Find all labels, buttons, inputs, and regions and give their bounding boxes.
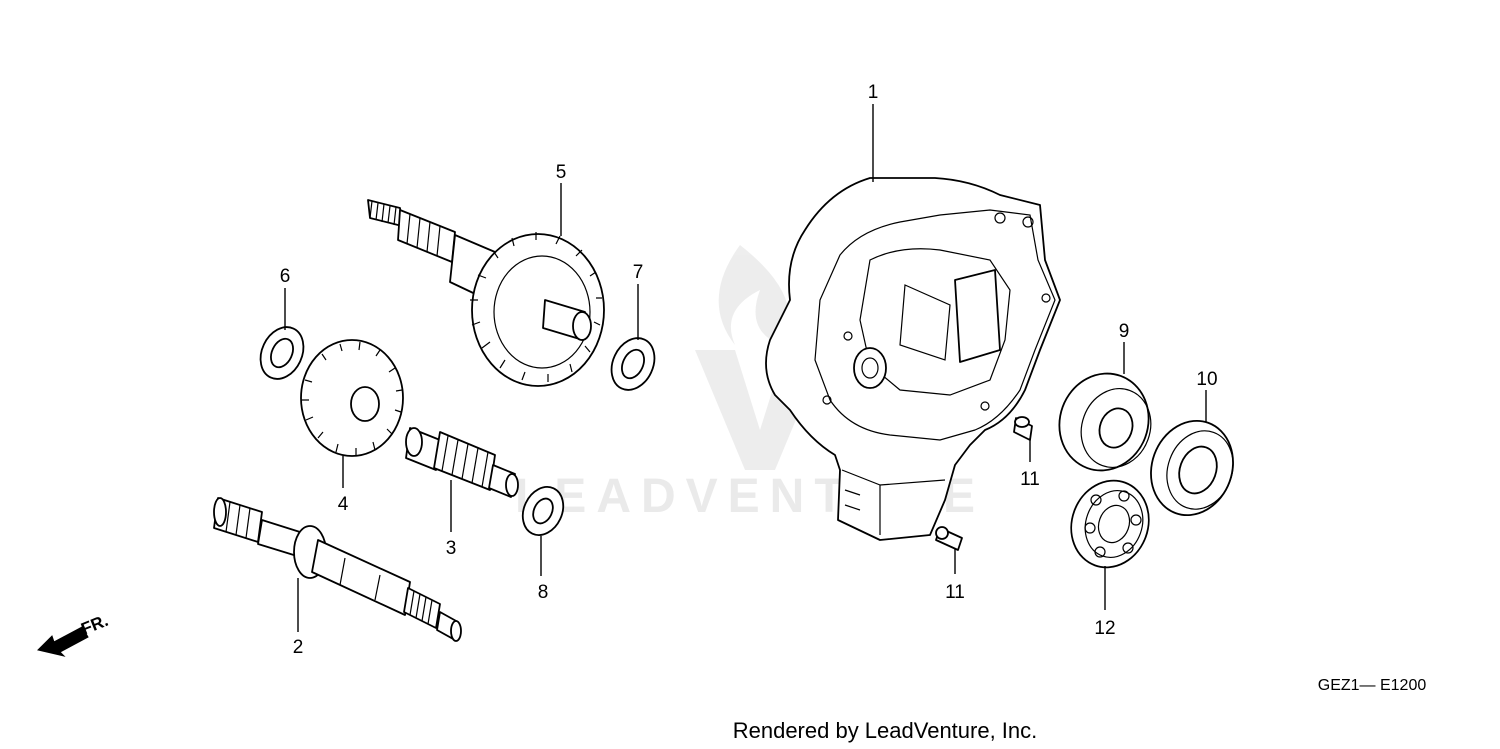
part-2-drive-shaft[interactable] <box>213 497 462 642</box>
callout-6: 6 <box>280 266 291 287</box>
part-1-transmission-case[interactable] <box>765 177 1061 541</box>
callout-2: 2 <box>293 637 304 658</box>
callout-1: 1 <box>868 82 879 103</box>
part-3-pinion-shaft[interactable] <box>405 427 519 498</box>
diagram-code: GEZ1— E1200 <box>1318 677 1427 694</box>
callout-11-lower: 11 <box>945 582 965 603</box>
part-11-dowel-pin-upper[interactable] <box>1013 416 1033 441</box>
callout-12: 12 <box>1094 618 1115 639</box>
callout-10: 10 <box>1196 369 1217 390</box>
part-11-dowel-pin-lower[interactable] <box>935 526 963 551</box>
front-label: FR. <box>78 611 111 639</box>
part-9-bearing[interactable] <box>1046 361 1162 483</box>
callout-7: 7 <box>633 262 644 283</box>
callout-9: 9 <box>1119 321 1130 342</box>
callout-3: 3 <box>446 538 457 559</box>
callout-8: 8 <box>538 582 549 603</box>
part-6-washer[interactable] <box>252 320 311 386</box>
part-7-washer[interactable] <box>603 331 662 397</box>
front-direction-indicator: FR. <box>37 611 111 657</box>
part-5-countershaft-gear[interactable] <box>367 199 605 387</box>
part-12-needle-bearing[interactable] <box>1059 470 1161 579</box>
leader-lines <box>284 104 1207 632</box>
front-arrow-icon <box>37 626 89 657</box>
callouts: 1 2 3 4 5 6 7 8 9 10 11 11 12 <box>280 82 1218 658</box>
part-8-washer[interactable] <box>515 480 571 541</box>
callout-4: 4 <box>338 494 349 515</box>
callout-11-upper: 11 <box>1020 469 1040 490</box>
part-10-oil-seal[interactable] <box>1138 409 1246 527</box>
callout-5: 5 <box>556 162 567 183</box>
footer-credit: Rendered by LeadVenture, Inc. <box>733 718 1038 743</box>
part-4-gear[interactable] <box>300 339 404 457</box>
